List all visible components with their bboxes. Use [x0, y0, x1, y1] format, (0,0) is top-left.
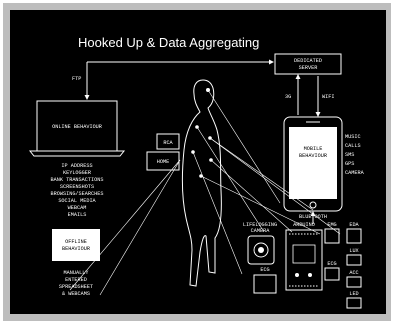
diagram-panel: Hooked Up & Data Aggregating FTP DEDICAT…: [10, 10, 386, 314]
lifelogging-label-line1: LIFELOGGING: [243, 222, 277, 228]
acc-label: ACC: [349, 270, 358, 276]
mobile-phone-icon: [283, 116, 343, 212]
server-label-line1: DEDICATED: [294, 58, 322, 64]
bluetooth-label: BLUETOOTH: [299, 214, 327, 220]
lux-sensor-icon: [346, 254, 362, 266]
mobile-data-item: GPS: [345, 161, 354, 167]
mobile-data-item: SMS: [345, 152, 354, 158]
mobile-label-line2: BEHAVIOUR: [299, 153, 327, 159]
online-data-item: SCREENSHOTS: [60, 184, 94, 190]
online-data-item: SOCIAL MEDIA: [58, 198, 96, 204]
server-phone-links: [295, 74, 321, 117]
offline-data-item: ENTERED: [65, 277, 87, 283]
offline-data-item: MANUALLY: [64, 270, 90, 276]
diagram-canvas: Hooked Up & Data Aggregating FTP DEDICAT…: [28, 35, 365, 309]
online-data-item: IP ADDRESS: [61, 163, 92, 169]
led-label: LED: [349, 291, 358, 297]
online-data-item: WEBCAM: [68, 205, 87, 211]
sensor-connection-lines: [69, 89, 341, 296]
ftp-label: FTP: [72, 76, 81, 82]
online-data-item: BROWSING/SEARCHES: [51, 191, 104, 197]
ecg-right-label: ECG: [327, 261, 336, 267]
offline-label-line1: OFFLINE: [65, 239, 87, 245]
server-label-line2: SERVER: [299, 65, 318, 71]
ecg-left-label: ECG: [260, 267, 269, 273]
ftp-connection: [84, 59, 274, 100]
ecg-left-sensor-icon: [253, 274, 277, 294]
rca-label: RCA: [163, 140, 173, 146]
emg-sensor-icon: [324, 228, 340, 244]
acc-sensor-icon: [346, 276, 362, 288]
ecg-right-sensor-icon: [324, 267, 340, 281]
emg-label: EMG: [327, 222, 336, 228]
mobile-data-list: MUSIC CALLS SMS GPS CAMERA: [345, 134, 365, 176]
offline-behaviour-box: [52, 229, 100, 261]
diagram-title: Hooked Up & Data Aggregating: [78, 35, 259, 50]
online-data-item: KEYLOGGER: [63, 170, 91, 176]
lifelogging-label-line2: CAMERA: [251, 228, 271, 234]
mobile-data-item: CALLS: [345, 143, 361, 149]
dedicated-server-box: [274, 53, 342, 75]
lux-label: LUX: [349, 248, 359, 254]
mobile-label-line1: MOBILE: [304, 146, 323, 152]
eda-sensor-icon: [346, 228, 362, 244]
arduino-label: ARDUINO: [293, 222, 315, 228]
mobile-data-item: CAMERA: [345, 170, 365, 176]
lifelogging-camera-icon: [247, 235, 275, 265]
eda-label: EDA: [349, 222, 359, 228]
label-3g: 3G: [285, 94, 291, 100]
mobile-data-item: MUSIC: [345, 134, 361, 140]
led-sensor-icon: [346, 297, 362, 309]
label-wifi: WIFI: [322, 94, 334, 100]
online-behaviour-label: ONLINE BEHAVIOUR: [52, 124, 102, 130]
online-data-item: BANK TRANSACTIONS: [51, 177, 104, 183]
offline-data-item: & WEBCAMS: [62, 291, 90, 297]
offline-label-line2: BEHAVIOUR: [62, 246, 90, 252]
offline-data-item: SPREADSHEET: [59, 284, 93, 290]
arduino-board-icon: [285, 229, 323, 291]
bluetooth-arrowhead: [310, 211, 316, 216]
rca-box: [156, 133, 180, 150]
laptop-icon: [28, 100, 126, 157]
online-data-item: EMAILS: [68, 212, 87, 218]
home-label: HOME: [157, 159, 169, 165]
